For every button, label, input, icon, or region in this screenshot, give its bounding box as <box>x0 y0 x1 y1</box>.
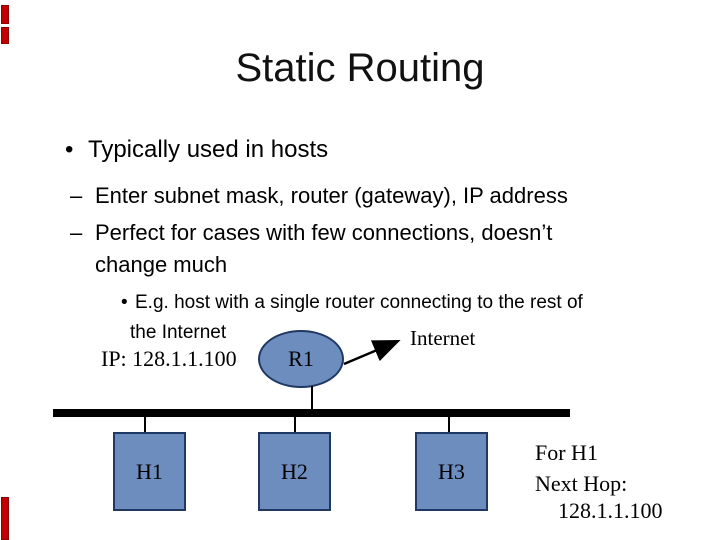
bullet-level3-line: • E.g. host with a single router connecti… <box>121 292 583 314</box>
ip-address-label: IP: 128.1.1.100 <box>101 346 237 371</box>
connector-h2-bus <box>294 417 296 432</box>
dash-marker: – <box>70 220 83 245</box>
bullet-level2-line: –Perfect for cases with few connections,… <box>70 220 552 246</box>
host-node-h2: H2 <box>258 432 331 511</box>
bullet-level3-text: the Internet <box>130 322 227 343</box>
routing-note-line: 128.1.1.100 <box>558 498 663 523</box>
bullet-level1: • Typically used in hosts <box>65 136 328 164</box>
connector-h1-bus <box>144 417 146 432</box>
bullet-dot: • <box>121 292 128 313</box>
network-bus-line <box>53 409 570 417</box>
bullet-level3-text: E.g. host with a single router connectin… <box>135 292 583 313</box>
internet-label: Internet <box>410 326 476 350</box>
red-edge-mark-top-1 <box>1 5 9 24</box>
bullet-level1-text: Typically used in hosts <box>88 136 329 163</box>
bullet-level3-wrap-line: the Internet <box>130 322 226 344</box>
bullet-level2-line: –Enter subnet mask, router (gateway), IP… <box>70 183 568 209</box>
host-node-h3: H3 <box>415 432 488 511</box>
bullet-level2-text: change much <box>95 252 228 277</box>
arrow-to-internet-icon <box>343 340 401 366</box>
dash-marker: – <box>70 183 83 208</box>
connector-h3-bus <box>448 417 450 432</box>
host-node-h1: H1 <box>113 432 186 511</box>
bullet-level2-text: Enter subnet mask, router (gateway), IP … <box>95 183 568 208</box>
router-label: R1 <box>288 346 314 371</box>
bullet-level2-text: Perfect for cases with few connections, … <box>95 220 553 245</box>
host-label: H1 <box>136 458 163 484</box>
bullet-level2-wrap-line: change much <box>95 252 227 278</box>
routing-note-line: For H1 <box>535 440 598 465</box>
page-title: Static Routing <box>235 46 485 90</box>
router-node: R1 <box>258 330 344 388</box>
host-label: H3 <box>438 458 465 484</box>
red-edge-mark-top-2 <box>1 27 9 44</box>
host-label: H2 <box>281 458 308 484</box>
red-edge-mark-bottom <box>1 497 9 540</box>
connector-router-bus <box>311 386 313 409</box>
routing-note-line: Next Hop: <box>535 471 628 496</box>
bullet-dot: • <box>65 136 74 163</box>
